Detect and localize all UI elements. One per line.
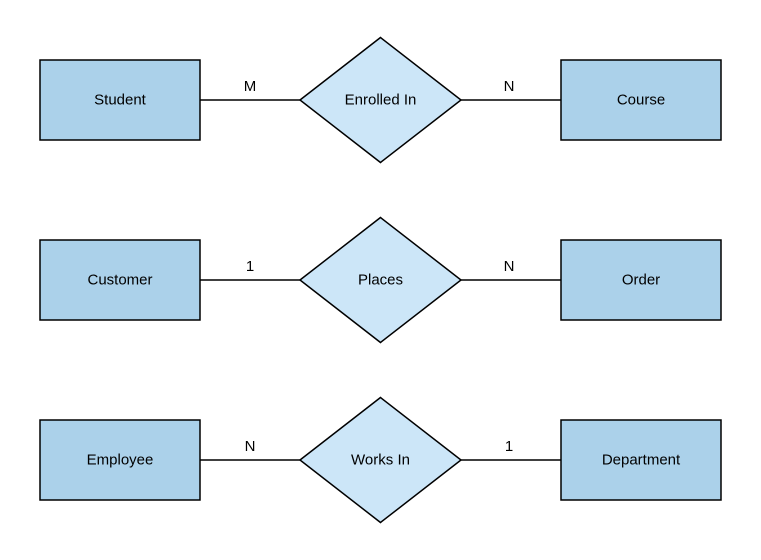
entity-box-course (560, 59, 722, 141)
entity-label-department: Department (602, 452, 681, 469)
relationship-label-works-in: Works In (351, 452, 410, 469)
diagram-row-works-in: Employee Department Works In N 1 (39, 396, 722, 524)
cardinality-label-right: N (504, 258, 515, 275)
relationship-diamond-enrolled-in (298, 36, 463, 164)
relationship-label-enrolled-in: Enrolled In (345, 92, 417, 109)
cardinality-label-left: 1 (246, 258, 254, 275)
relationship-diamond-works-in (298, 396, 463, 524)
entity-label-employee: Employee (87, 452, 154, 469)
entity-label-course: Course (617, 92, 665, 109)
diagram-row-places: Customer Order Places 1 N (39, 216, 722, 344)
entity-label-order: Order (622, 272, 660, 289)
cardinality-label-right: N (504, 78, 515, 95)
cardinality-label-right: 1 (505, 438, 513, 455)
relationship-diamond-places (298, 216, 463, 344)
entity-box-order (560, 239, 722, 321)
entity-box-department (560, 419, 722, 501)
entity-label-customer: Customer (87, 272, 152, 289)
entity-box-student (39, 59, 201, 141)
entity-box-employee (39, 419, 201, 501)
entity-label-student: Student (94, 92, 147, 109)
diagram-row-enrolled-in: Student Course Enrolled In M N (39, 36, 722, 164)
cardinality-label-left: M (244, 78, 257, 95)
entity-box-customer (39, 239, 201, 321)
relationship-label-places: Places (358, 272, 403, 289)
cardinality-label-left: N (245, 438, 256, 455)
